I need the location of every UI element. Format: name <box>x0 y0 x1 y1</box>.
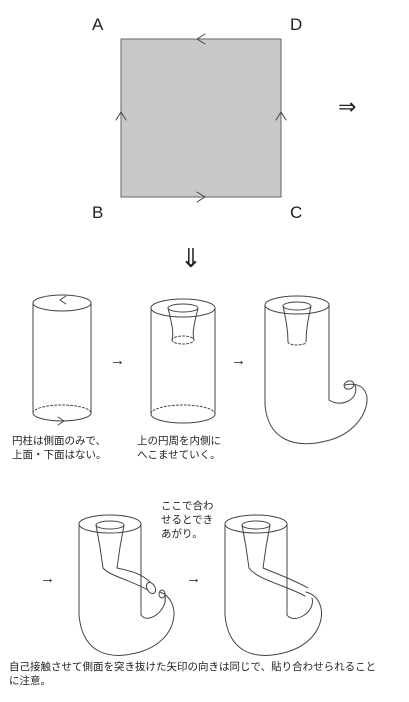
corner-label-c: C <box>290 203 303 222</box>
top-rim-arrow <box>59 295 67 305</box>
implies-right-arrow: ⇒ <box>338 94 357 119</box>
corner-label-d: D <box>290 15 303 34</box>
step-arrow-3: → <box>40 570 55 587</box>
caption-cylinder: 円柱は側面のみで、 上面・下面はない。 <box>12 435 107 461</box>
edge-arrow-left <box>115 111 127 121</box>
step-arrow-2: → <box>231 352 246 369</box>
step-arrow-1: → <box>110 352 125 369</box>
klein-bottle <box>224 514 322 656</box>
bottom-rim-arrow <box>57 416 65 426</box>
bent-tube <box>264 295 368 445</box>
caption-push-in: 上の円周を内側に へこませていく。 <box>137 435 221 461</box>
caption-bottom: 自己接触させて側面を突き抜けた矢印の向きは同じで、貼り合わせられること に注意。 <box>9 661 377 687</box>
edge-arrow-bottom <box>196 191 206 203</box>
self-intersecting-tube <box>78 514 175 656</box>
cylinder <box>32 294 92 426</box>
edge-arrow-top <box>196 33 206 45</box>
edge-arrow-right <box>275 111 287 121</box>
step-arrow-4: → <box>186 570 201 587</box>
caption-join: ここで合わ せるとでき あがり。 <box>161 500 214 540</box>
cylinder-indented <box>150 298 216 424</box>
square-abcd <box>120 38 282 198</box>
implies-down-arrow: ⇓ <box>180 243 202 273</box>
corner-label-b: B <box>92 203 104 222</box>
corner-label-a: A <box>92 15 104 34</box>
